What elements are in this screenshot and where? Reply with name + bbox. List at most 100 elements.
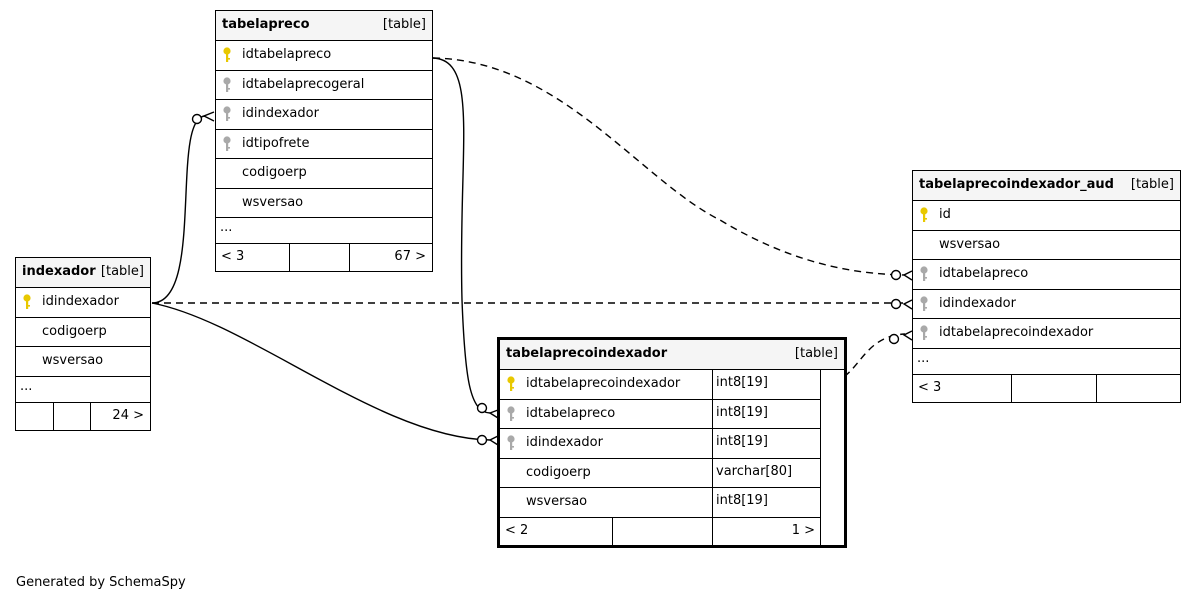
more-columns: ... xyxy=(913,349,1180,375)
table-header: indexador [table] xyxy=(16,258,150,288)
column-name: idtabelapreco xyxy=(526,405,616,421)
column-name: idtabelapreco xyxy=(939,266,1029,281)
link-tabelapreco-aud xyxy=(432,57,906,276)
foreign-key-icon xyxy=(222,76,232,93)
table-kind: [table] xyxy=(382,17,426,32)
optional-marker xyxy=(191,113,203,125)
column-row[interactable]: codigoerp xyxy=(216,159,432,189)
column-name: codigoerp xyxy=(526,464,591,480)
optional-marker xyxy=(890,269,902,281)
column-list: idtabelapreco idtabelaprecogeral idindexad… xyxy=(216,41,432,218)
table-tabelaprecoindexador[interactable]: tabelaprecoindexador [table] idtabelapre… xyxy=(497,337,847,548)
table-header: tabelapreco [table] xyxy=(216,11,432,41)
column-name: idtabelapreco xyxy=(242,47,332,62)
column-type: varchar[80] xyxy=(712,458,820,487)
table-header: tabelaprecoindexador_aud [table] xyxy=(913,171,1180,201)
table-name: indexador xyxy=(22,264,96,279)
child-count: 1 > xyxy=(791,522,815,538)
foreign-key-icon xyxy=(919,266,929,282)
column-row[interactable]: idtabelaprecoindexador xyxy=(913,319,1180,349)
column-name: wsversao xyxy=(242,194,304,210)
column-name: idindexador xyxy=(939,295,1016,311)
optional-marker xyxy=(476,402,488,414)
column-type: int8[19] xyxy=(712,429,820,458)
parent-count: < 2 xyxy=(505,522,529,538)
column-row[interactable]: idindexador int8[19] xyxy=(500,429,820,459)
generated-by-label: Generated by SchemaSpy xyxy=(16,575,186,590)
link-indexador-tabelapreco xyxy=(151,115,206,304)
column-name: idtabelaprecogeral xyxy=(242,76,365,92)
column-row[interactable]: wsversao xyxy=(16,347,150,377)
foreign-key-icon xyxy=(222,106,232,122)
column-name: idtipofrete xyxy=(242,135,310,151)
column-name: idindexador xyxy=(242,106,319,121)
column-row[interactable]: idtabelapreco int8[19] xyxy=(500,399,820,429)
foreign-key-icon xyxy=(222,135,232,152)
primary-key-icon xyxy=(506,376,516,392)
column-list: idindexador codigoerp wsversao xyxy=(16,288,150,377)
column-name: codigoerp xyxy=(42,323,107,339)
column-row[interactable]: idtipofrete xyxy=(216,130,432,159)
table-kind: [table] xyxy=(794,346,838,361)
more-columns: ... xyxy=(16,377,150,403)
parent-count: < 3 xyxy=(221,249,245,264)
optional-marker xyxy=(890,298,902,310)
column-list: id wsversao idtabelapreco idindexador idtabe… xyxy=(913,201,1180,349)
column-row[interactable]: id xyxy=(913,201,1180,231)
child-count: 67 > xyxy=(394,249,426,264)
foreign-key-icon xyxy=(506,435,516,451)
column-row[interactable]: codigoerp varchar[80] xyxy=(500,458,820,488)
foreign-key-icon xyxy=(506,405,516,422)
table-kind: [table] xyxy=(1130,177,1174,192)
optional-marker xyxy=(888,333,900,345)
table-footer: < 2 1 > xyxy=(500,517,821,545)
table-name: tabelapreco xyxy=(222,17,310,32)
column-row[interactable]: idindexador xyxy=(16,288,150,318)
column-row[interactable]: idtabelaprecogeral xyxy=(216,71,432,100)
column-row[interactable]: idindexador xyxy=(216,100,432,130)
column-row[interactable]: wsversao int8[19] xyxy=(500,488,820,518)
column-row[interactable]: idtabelapreco xyxy=(216,41,432,71)
more-columns: ... xyxy=(216,218,432,244)
column-row[interactable]: idindexador xyxy=(913,290,1180,319)
table-name: tabelaprecoindexador xyxy=(506,346,668,361)
column-name: id xyxy=(939,207,951,222)
child-count: 24 > xyxy=(112,407,144,423)
column-row[interactable]: idtabelapreco xyxy=(913,260,1180,290)
foreign-key-icon xyxy=(919,295,929,312)
table-footer: < 3 xyxy=(913,374,1180,402)
link-tabelapreco-tabelaprecoindexador xyxy=(432,57,491,414)
link-indexador-tabelaprecoindexador xyxy=(151,302,491,441)
column-row[interactable]: codigoerp xyxy=(16,318,150,347)
table-footer: < 3 67 > xyxy=(216,244,432,271)
foreign-key-icon xyxy=(919,325,929,341)
column-name: idtabelaprecoindexador xyxy=(939,325,1094,340)
column-name: wsversao xyxy=(526,494,588,509)
column-name: wsversao xyxy=(42,353,104,368)
primary-key-icon xyxy=(222,47,232,63)
primary-key-icon xyxy=(22,294,32,310)
table-name: tabelaprecoindexador_aud xyxy=(919,177,1114,192)
table-tabelaprecoindexador-aud[interactable]: tabelaprecoindexador_aud [table] id wsver… xyxy=(912,170,1181,403)
primary-key-icon xyxy=(919,207,929,223)
table-footer: 24 > xyxy=(16,402,150,430)
column-row[interactable]: wsversao xyxy=(913,231,1180,260)
column-row[interactable]: idtabelaprecoindexador int8[19] xyxy=(500,370,820,400)
column-name: codigoerp xyxy=(242,165,307,180)
column-name: wsversao xyxy=(939,236,1001,252)
column-type: int8[19] xyxy=(712,399,820,428)
table-indexador[interactable]: indexador [table] idindexador codigoerp ws… xyxy=(15,257,151,431)
column-name: idindexador xyxy=(42,294,119,309)
table-kind: [table] xyxy=(100,264,144,279)
column-type: int8[19] xyxy=(712,488,820,517)
parent-count: < 3 xyxy=(918,379,942,395)
optional-marker xyxy=(476,434,488,446)
table-header: tabelaprecoindexador [table] xyxy=(500,340,844,370)
column-name: idindexador xyxy=(526,435,603,450)
column-name: idtabelaprecoindexador xyxy=(526,376,681,391)
column-type: int8[19] xyxy=(712,370,820,399)
column-row[interactable]: wsversao xyxy=(216,189,432,218)
